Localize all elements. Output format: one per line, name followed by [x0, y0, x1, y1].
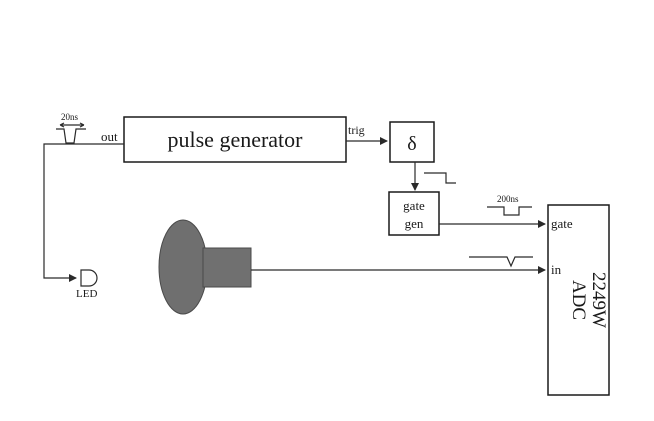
- adc-type-label: ADC: [568, 280, 589, 320]
- pmt-signal-waveform: [469, 256, 533, 268]
- delay-box: [389, 121, 435, 163]
- pulse-width-label: 20ns: [61, 112, 79, 122]
- gate-generator-box: [388, 191, 440, 236]
- adc-model-label: 2249W: [588, 272, 609, 328]
- led-label: LED: [76, 288, 97, 300]
- delay-label: δ: [407, 133, 416, 155]
- gate-generator-label-1: gate: [403, 198, 425, 213]
- gate-generator-label-2: gen: [405, 216, 424, 231]
- trig-label: trig: [348, 123, 365, 137]
- gate-width-label: 200ns: [497, 194, 519, 204]
- out-label: out: [101, 129, 118, 144]
- adc-gate-input-label: gate: [551, 216, 573, 231]
- delay-output-waveform: [424, 172, 456, 184]
- adc-box: [547, 204, 610, 396]
- photomultiplier-tube: [158, 219, 252, 315]
- gate-waveform: [487, 206, 532, 216]
- pulse-generator-label: pulse generator: [168, 127, 304, 152]
- negative-pulse-waveform: [56, 128, 86, 144]
- pulse-generator-box: [123, 116, 347, 163]
- led-symbol: [80, 269, 98, 287]
- pulse-width-annotation: 20ns: [56, 112, 86, 144]
- led-wire: [43, 143, 124, 282]
- adc-in-input-label: in: [551, 262, 562, 277]
